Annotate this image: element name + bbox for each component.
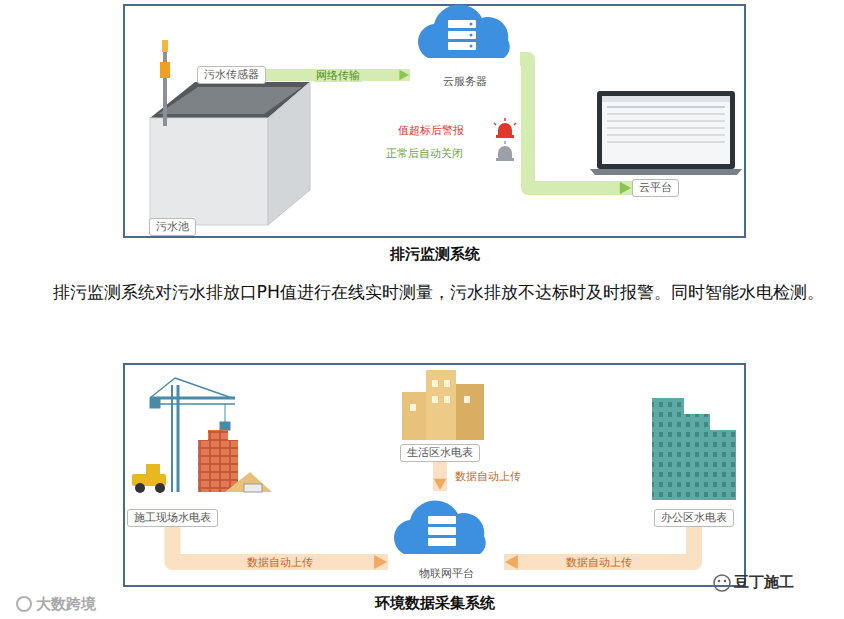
label-tag: 生活区水电表 — [400, 444, 480, 462]
construction-site-illustration — [132, 430, 272, 493]
node-text: 污水传感器 — [204, 68, 259, 81]
watermark-logo — [17, 575, 730, 611]
caption-text: 豆丁施工 — [734, 573, 794, 592]
office-building-illustration — [652, 398, 736, 500]
node-text: 云服务器 — [440, 74, 490, 89]
frame — [124, 364, 745, 586]
node-text: 生活区水电表 — [407, 446, 473, 459]
frame — [124, 5, 745, 237]
note-text: 正常后自动关闭 — [386, 146, 463, 161]
edge-label: 数据自动上传 — [564, 556, 634, 569]
label-tag: 云平台 — [632, 179, 679, 197]
edge-label: 数据自动上传 — [453, 470, 523, 483]
label-tag: 施工现场水电表 — [127, 509, 218, 527]
connector-band — [173, 527, 389, 569]
building-illustration — [402, 370, 484, 440]
connector-band — [520, 59, 632, 194]
alarm-icon — [494, 118, 516, 161]
laptop-illustration — [590, 91, 742, 175]
node-text: 施工现场水电表 — [134, 511, 211, 524]
cloud-node: 云服务器 — [410, 3, 520, 89]
label-tag: 污水传感器 — [197, 66, 266, 84]
connector-band — [434, 462, 446, 491]
caption-text: 大数跨境 — [36, 595, 96, 614]
edge-label: 数据自动上传 — [245, 556, 315, 569]
connector-band — [504, 527, 694, 569]
node-text: 污水池 — [156, 220, 189, 233]
note-text: 值超标后警报 — [398, 123, 464, 138]
node-text: 物联网平台 — [416, 566, 477, 581]
cloud-platform-icon — [394, 500, 486, 554]
caption-text: 环境数据采集系统 — [375, 594, 495, 613]
cloud-server-icon — [418, 4, 510, 58]
pool-illustration — [150, 40, 310, 225]
edge-label: 网络传输 — [314, 69, 362, 82]
node-text: 云平台 — [639, 181, 672, 194]
label-tag: 污水池 — [149, 218, 196, 236]
caption-text: 排污监测系统 — [390, 245, 480, 264]
node-text: 办公区水电表 — [661, 511, 727, 524]
body-text: 排污监测系统对污水排放口PH值进行在线实时测量，污水排放不达标时及时报警。同时智… — [18, 277, 836, 307]
label-tag: 办公区水电表 — [654, 509, 734, 527]
cloud-node: 物联网平台 — [388, 487, 504, 581]
